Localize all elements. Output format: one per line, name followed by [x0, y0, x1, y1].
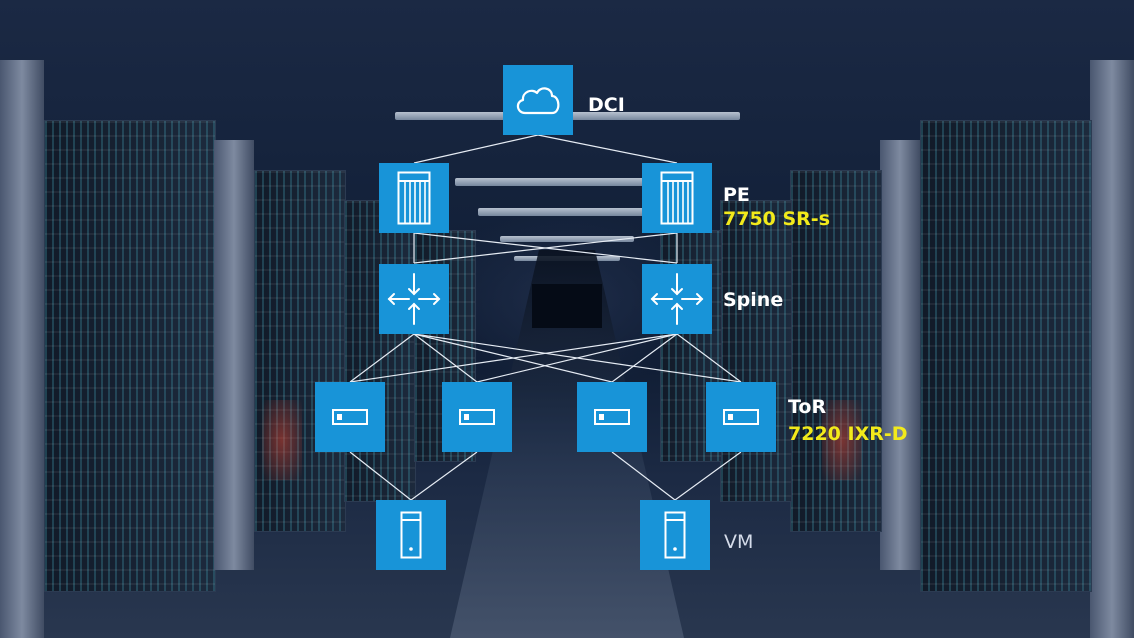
tor-switch-icon	[332, 409, 368, 425]
spine-node-right[interactable]	[642, 264, 712, 334]
router-chassis-icon	[397, 171, 431, 225]
tor-node-3[interactable]	[577, 382, 647, 452]
server-tower-icon	[400, 511, 422, 559]
tor-node-1[interactable]	[315, 382, 385, 452]
server-rack	[920, 120, 1092, 592]
tor-switch-icon	[594, 409, 630, 425]
tor-node-2[interactable]	[442, 382, 512, 452]
link-spine-right-tor-2	[476, 333, 678, 383]
link-tor-2-vm-left	[410, 451, 478, 501]
pe-node-right[interactable]	[642, 163, 712, 233]
pe-model-label: 7750 SR-s	[723, 208, 831, 230]
rack-glow	[262, 400, 302, 480]
link-spine-right-tor-1	[349, 333, 678, 383]
link-spine-left-tor-1	[349, 333, 415, 383]
link-pe-right-spine-left	[413, 232, 678, 264]
rack-frame	[880, 140, 920, 570]
dci-label: DCI	[588, 94, 625, 116]
router-chassis-icon	[660, 171, 694, 225]
cloud-icon	[516, 87, 560, 115]
link-spine-right-tor-4	[676, 333, 742, 383]
tor-label: ToR	[788, 396, 827, 418]
spine-label: Spine	[723, 289, 784, 311]
ceiling-light	[478, 208, 656, 216]
tor-switch-icon	[459, 409, 495, 425]
server-rack	[44, 120, 216, 592]
pe-label: PE	[723, 184, 750, 206]
vm-node-right[interactable]	[640, 500, 710, 570]
link-tor-3-vm-right	[611, 451, 676, 501]
tor-switch-icon	[723, 409, 759, 425]
rack-frame	[0, 60, 44, 638]
tor-node-4[interactable]	[706, 382, 776, 452]
link-dci-pe-right	[537, 134, 678, 164]
vm-node-left[interactable]	[376, 500, 446, 570]
tor-model-label: 7220 IXR-D	[788, 423, 908, 445]
ceiling-light	[455, 178, 680, 186]
link-tor-4-vm-right	[674, 451, 742, 501]
pe-node-left[interactable]	[379, 163, 449, 233]
corridor-end	[532, 284, 602, 328]
spine-node-left[interactable]	[379, 264, 449, 334]
vm-label: VM	[724, 531, 754, 553]
link-tor-1-vm-left	[349, 451, 412, 501]
link-spine-right-tor-3	[611, 333, 678, 383]
rack-glow	[822, 400, 862, 480]
switch-arrows-icon	[650, 273, 704, 325]
switch-arrows-icon	[387, 273, 441, 325]
rack-frame	[1090, 60, 1134, 638]
server-tower-icon	[664, 511, 686, 559]
rack-frame	[214, 140, 254, 570]
dci-node[interactable]	[503, 65, 573, 135]
link-spine-left-tor-2	[413, 333, 478, 383]
link-dci-pe-left	[413, 134, 539, 164]
ceiling-light	[500, 236, 634, 242]
